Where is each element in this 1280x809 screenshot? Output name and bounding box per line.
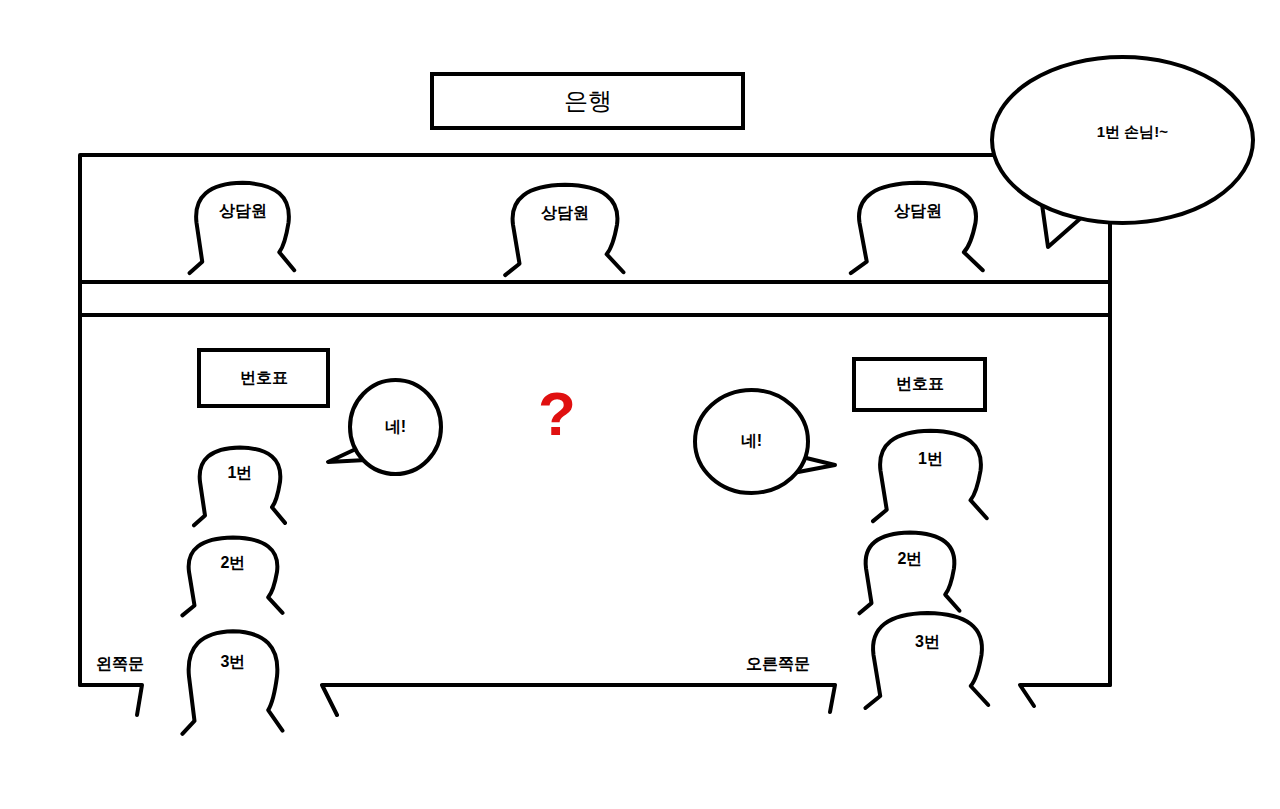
customer-head: 1번 (190, 445, 290, 527)
speech-bubble: 1번 손님!~ (990, 55, 1255, 225)
head-outline (178, 628, 288, 736)
head-outline (860, 610, 995, 710)
node-text: 상담원 (185, 201, 300, 222)
head-outline (868, 428, 993, 523)
ticket-box: 번호표 (852, 357, 987, 412)
node-text: 네! (385, 417, 406, 438)
speech-bubble: 네! (693, 388, 810, 495)
counselor-head: 상담원 (185, 180, 300, 275)
node-text: 번호표 (896, 374, 944, 395)
head-shape (194, 447, 285, 525)
customer-head: 2번 (855, 530, 965, 615)
question-mark: ? (538, 378, 576, 449)
customer-head: 1번 (868, 428, 993, 523)
node-text: 2번 (178, 553, 288, 574)
head-shape (190, 183, 295, 273)
counselor-head: 상담원 (845, 180, 990, 275)
node-text: 상담원 (500, 203, 630, 224)
node-text: 2번 (855, 549, 965, 570)
head-outline (178, 535, 288, 617)
speech-bubble: 네! (348, 378, 443, 476)
head-shape (182, 631, 282, 734)
head-outline (185, 180, 300, 275)
customer-head: 3번 (860, 610, 995, 710)
door-label: 왼쪽문 (96, 654, 144, 675)
node-text: 1번 (190, 463, 290, 484)
head-shape (859, 533, 959, 614)
service-counter (80, 282, 1110, 315)
ticket-box: 번호표 (197, 348, 330, 408)
node-text: 상담원 (845, 201, 990, 222)
bubble-body (695, 390, 808, 493)
head-shape (182, 537, 282, 615)
left-door-edge (80, 685, 142, 715)
node-text: 1번 (868, 449, 993, 470)
title-box: 은행 (430, 72, 745, 130)
node-text: 3번 (178, 652, 288, 673)
right-door-edge (1020, 685, 1110, 706)
head-outline (845, 180, 990, 275)
head-shape (505, 185, 623, 275)
head-outline (500, 182, 630, 277)
node-text: 3번 (860, 632, 995, 653)
bubble-body (992, 57, 1253, 223)
head-outline (190, 445, 290, 527)
head-shape (851, 183, 983, 273)
head-shape (873, 431, 987, 521)
head-outline (855, 530, 965, 615)
node-text: 번호표 (240, 368, 288, 389)
bubble-body (350, 380, 441, 474)
customer-head: 3번 (178, 628, 288, 736)
node-text: 은행 (564, 85, 612, 117)
counselor-head: 상담원 (500, 182, 630, 277)
bubble-outline (990, 55, 1255, 225)
node-text: 1번 손님!~ (1097, 123, 1168, 142)
customer-head: 2번 (178, 535, 288, 617)
door-label: 오른쪽문 (746, 654, 810, 675)
middle-wall (322, 685, 835, 715)
bank-wall (80, 155, 1110, 685)
node-text: 네! (741, 431, 762, 452)
head-shape (865, 613, 988, 708)
